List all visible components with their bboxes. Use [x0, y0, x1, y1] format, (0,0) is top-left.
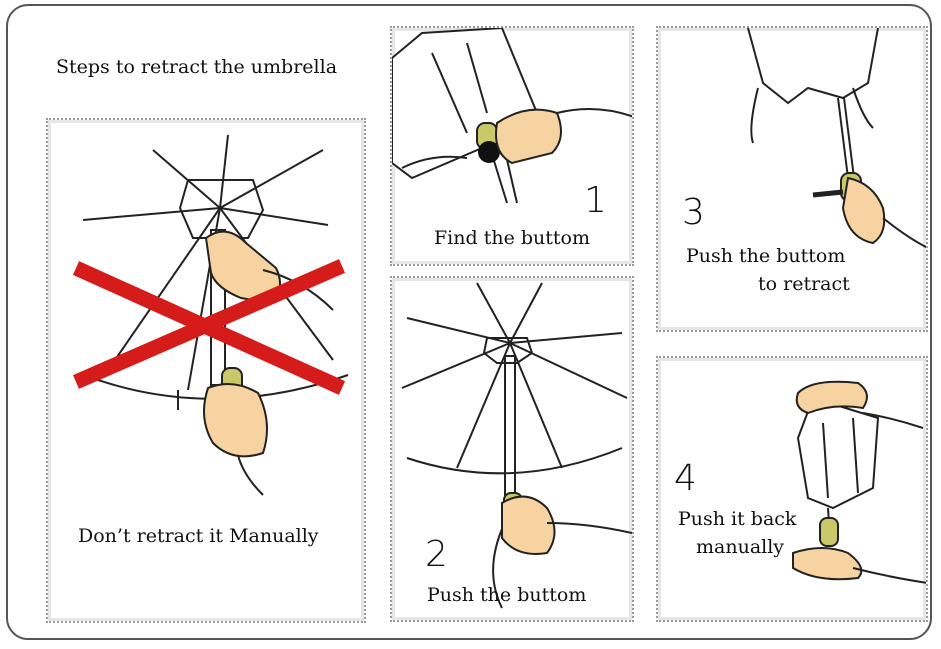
step-4-number: 4	[674, 458, 697, 499]
step-2-caption: Push the buttom	[427, 584, 587, 606]
retracting-umbrella-illustration	[747, 28, 926, 249]
panel-step-4: 4 Push it back manually	[656, 356, 928, 622]
closed-umbrella-illustration	[392, 28, 632, 204]
panel-step-2: 2 Push the buttom	[390, 276, 634, 622]
step-3-number: 3	[682, 192, 705, 233]
dont-caption: Don’t retract it Manually	[78, 525, 319, 547]
page-title: Steps to retract the umbrella	[56, 56, 338, 78]
panel-dont-retract: Don’t retract it Manually	[46, 118, 366, 623]
step-2-number: 2	[425, 534, 448, 575]
step-3-caption-line2: to retract	[758, 273, 850, 295]
panel-step-1: 1 Find the buttom	[390, 26, 634, 266]
step-1-caption: Find the buttom	[434, 227, 590, 249]
open-umbrella-illustration	[72, 134, 349, 496]
step-4-caption-line1: Push it back	[678, 508, 797, 530]
step-1-number: 1	[584, 180, 607, 221]
panel-step-3: 3 Push the buttom to retract	[656, 26, 928, 332]
step-4-caption-line2: manually	[696, 536, 785, 558]
folding-umbrella-illustration	[792, 380, 926, 584]
open-umbrella-push-illustration	[401, 282, 632, 609]
step-3-caption-line1: Push the buttom	[686, 245, 846, 267]
cross-mark	[72, 259, 346, 395]
